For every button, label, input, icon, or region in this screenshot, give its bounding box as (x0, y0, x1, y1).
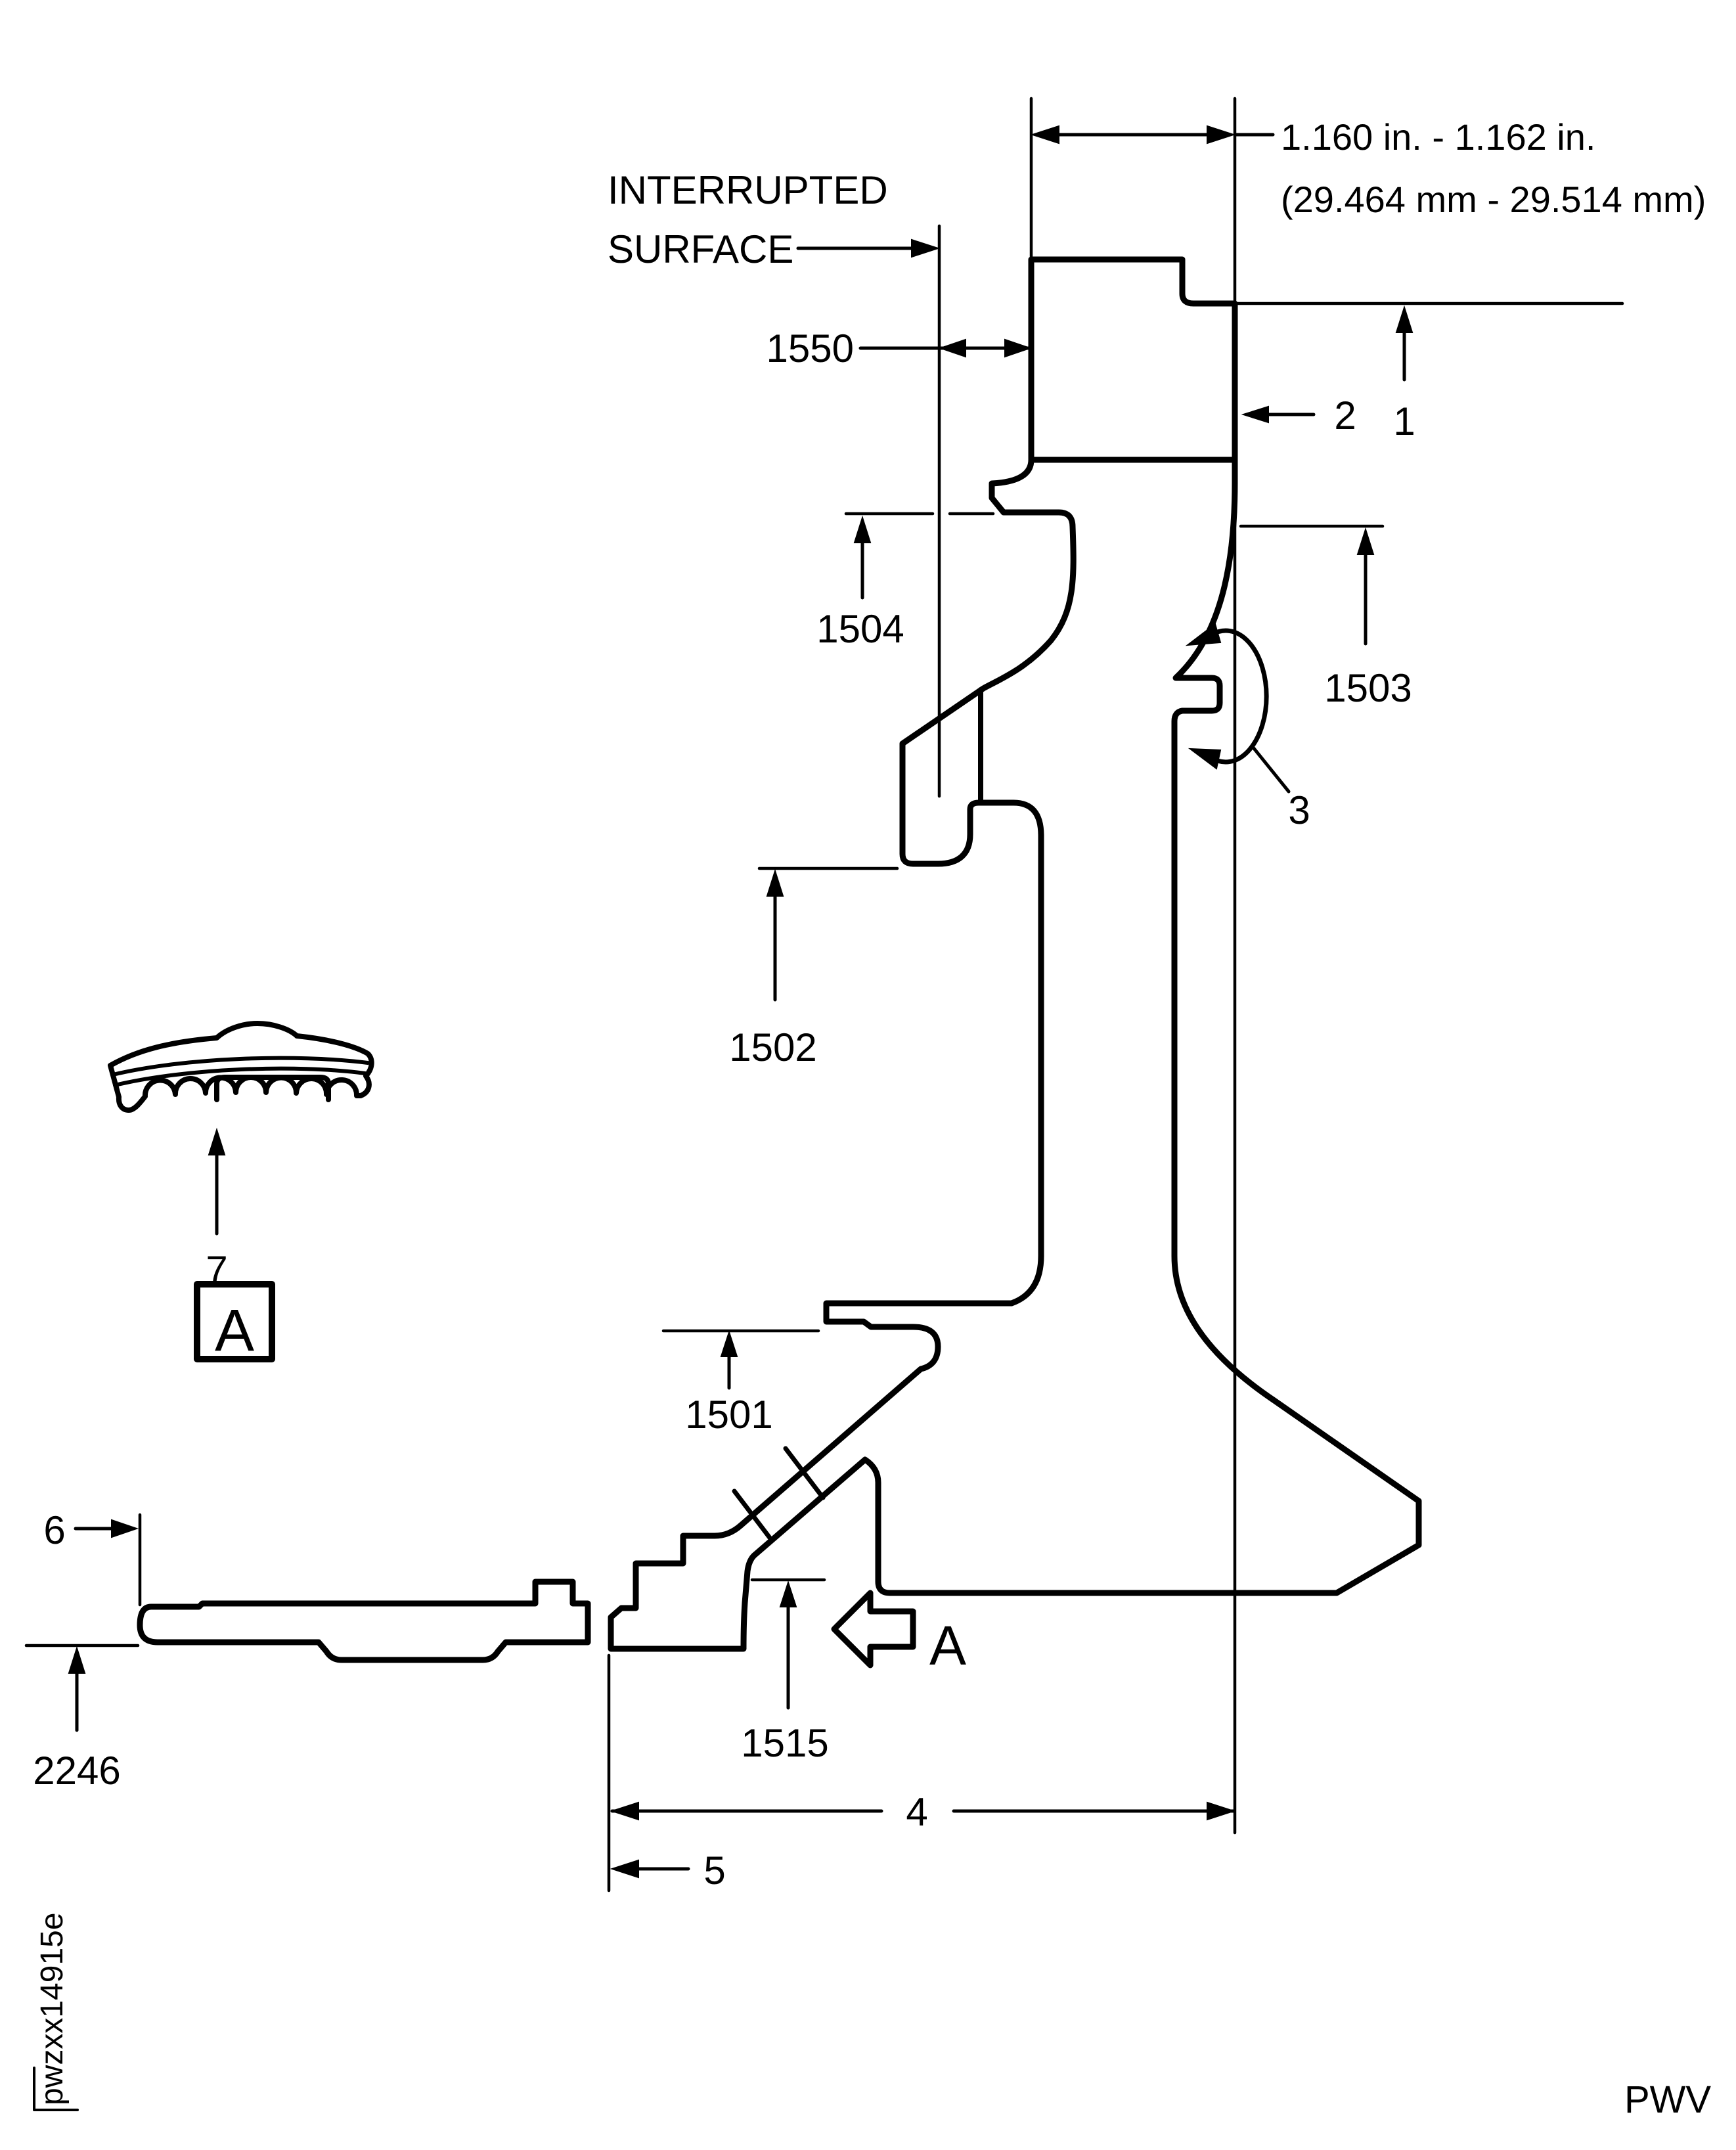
label-1504: 1504 (816, 607, 904, 651)
arrowhead-item7 (208, 1127, 226, 1155)
interrupted-label-line2: SURFACE (608, 227, 793, 271)
arm-break-tick-2 (783, 1446, 826, 1500)
arrowhead-1502 (766, 868, 784, 897)
arrowhead-5 (610, 1859, 639, 1879)
figure-code-bracket (33, 2067, 79, 2111)
page-code: PWV (1624, 2078, 1711, 2121)
view-a-direction-letter: A (929, 1615, 966, 1676)
arrowhead-1515 (779, 1580, 797, 1607)
detail-a-part-outline (108, 1021, 374, 1113)
arrowhead-4-left (610, 1801, 639, 1821)
label-1550: 1550 (767, 326, 854, 370)
dim-1160-inches: 1.160 in. - 1.162 in. (1281, 116, 1595, 158)
label-item-3: 3 (1288, 788, 1310, 832)
arrowhead-1501 (720, 1330, 738, 1357)
view-a-box-letter: A (215, 1298, 254, 1364)
label-item-6: 6 (43, 1508, 65, 1552)
arrowhead-1160-right (1207, 125, 1236, 145)
arrowhead-item2 (1241, 405, 1269, 424)
arm-break-tick-1 (732, 1489, 774, 1543)
arrowhead-4-right (1207, 1801, 1236, 1821)
label-1515: 1515 (741, 1721, 828, 1765)
label-item-2: 2 (1334, 393, 1356, 437)
arrowhead-1504 (853, 515, 872, 543)
label-item-7: 7 (206, 1248, 227, 1292)
arrowhead-1160-left (1030, 125, 1059, 145)
label-1503: 1503 (1324, 666, 1412, 710)
label-2246: 2246 (33, 1749, 120, 1793)
arrowhead-item1 (1395, 305, 1413, 333)
detail-a-band-line-1 (111, 1056, 370, 1077)
arrowhead-interrupted-surface (911, 238, 941, 258)
arrowhead-item6 (111, 1519, 139, 1538)
view-direction-arrow (831, 1590, 916, 1668)
arrowhead-1503 (1356, 527, 1375, 555)
detail-a-tab (214, 1075, 331, 1102)
label-1502: 1502 (729, 1025, 816, 1069)
detail-a-band-line-2 (113, 1066, 367, 1087)
label-item-4: 4 (906, 1790, 927, 1834)
detail-circle-arrow-top (1185, 623, 1222, 646)
detail-circle-arrow-bottom (1188, 748, 1222, 770)
interrupted-label-line1: INTERRUPTED (608, 168, 888, 212)
label-item-5: 5 (703, 1848, 725, 1892)
figure-code: pwzxx14915e (35, 1912, 70, 2105)
dim-1160-mm: (29.464 mm - 29.514 mm) (1281, 179, 1706, 220)
arrowhead-1550-right (1004, 338, 1033, 358)
disk-outline (608, 256, 1422, 1652)
arrowhead-2246 (68, 1646, 86, 1674)
spacer-strip-outline (137, 1579, 591, 1663)
label-item-1: 1 (1393, 399, 1415, 443)
label-1501: 1501 (685, 1393, 772, 1437)
view-a-box (194, 1281, 275, 1362)
leader-item-3 (1251, 746, 1291, 794)
arrowhead-1550-left (938, 338, 966, 358)
